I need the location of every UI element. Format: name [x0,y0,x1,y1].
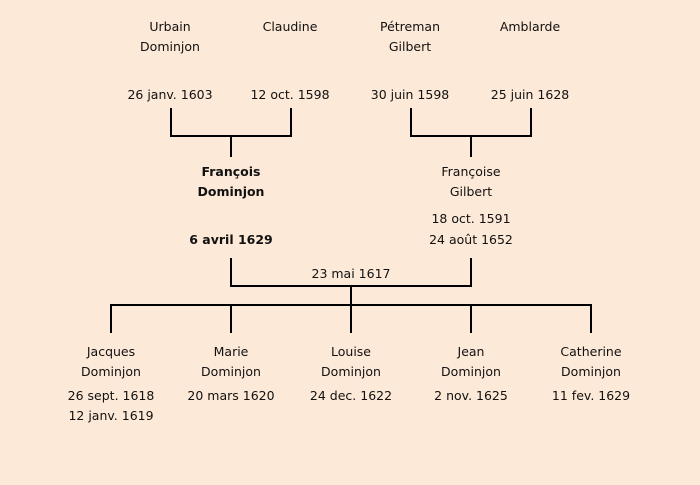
person-name: Françoise [441,164,501,179]
death-date: 24 août 1652 [429,232,513,247]
person-name: François [201,164,261,179]
person-surname: Gilbert [388,39,432,54]
birth-date: 20 mars 1620 [187,388,275,403]
person-surname: Dominjon [201,364,261,379]
connector-paternal-grandparents [170,108,292,157]
person-name: Pétreman [380,19,440,34]
connector-maternal-grandparents [410,108,532,157]
person-date: 30 juin 1598 [370,87,450,102]
birth-date: 2 nov. 1625 [434,388,508,403]
person-amblarde: Amblarde [499,19,561,34]
person-date: 25 juin 1628 [490,87,570,102]
person-surname: Dominjon [140,39,200,54]
person-name: Catherine [560,344,622,359]
person-name: Marie [213,344,249,359]
death-date: 12 janv. 1619 [68,408,154,423]
person-surname: Dominjon [321,364,381,379]
connector-children [110,304,592,333]
person-date: 26 janv. 1603 [127,87,213,102]
person-surname: Dominjon [197,184,265,199]
person-surname: Dominjon [561,364,621,379]
person-surname: Gilbert [449,184,493,199]
person-claudine: Claudine [262,19,318,34]
person-name: Urbain [149,19,191,34]
person-surname: Dominjon [81,364,141,379]
birth-date: 11 fev. 1629 [551,388,631,403]
marriage-date: 23 mai 1617 [311,266,391,281]
birth-date: 18 oct. 1591 [431,211,511,226]
person-name: Louise [331,344,371,359]
person-dates: 18 oct. 1591 24 août 1652 [391,211,551,248]
person-surname: Dominjon [441,364,501,379]
birth-date: 26 sept. 1618 [67,388,155,403]
connector-parents-marriage [230,258,472,305]
person-name: Jean [457,344,485,359]
person-date: 6 avril 1629 [189,232,273,247]
birth-date: 24 dec. 1622 [309,388,393,403]
person-date: 12 oct. 1598 [250,87,330,102]
person-name: Jacques [86,344,136,359]
